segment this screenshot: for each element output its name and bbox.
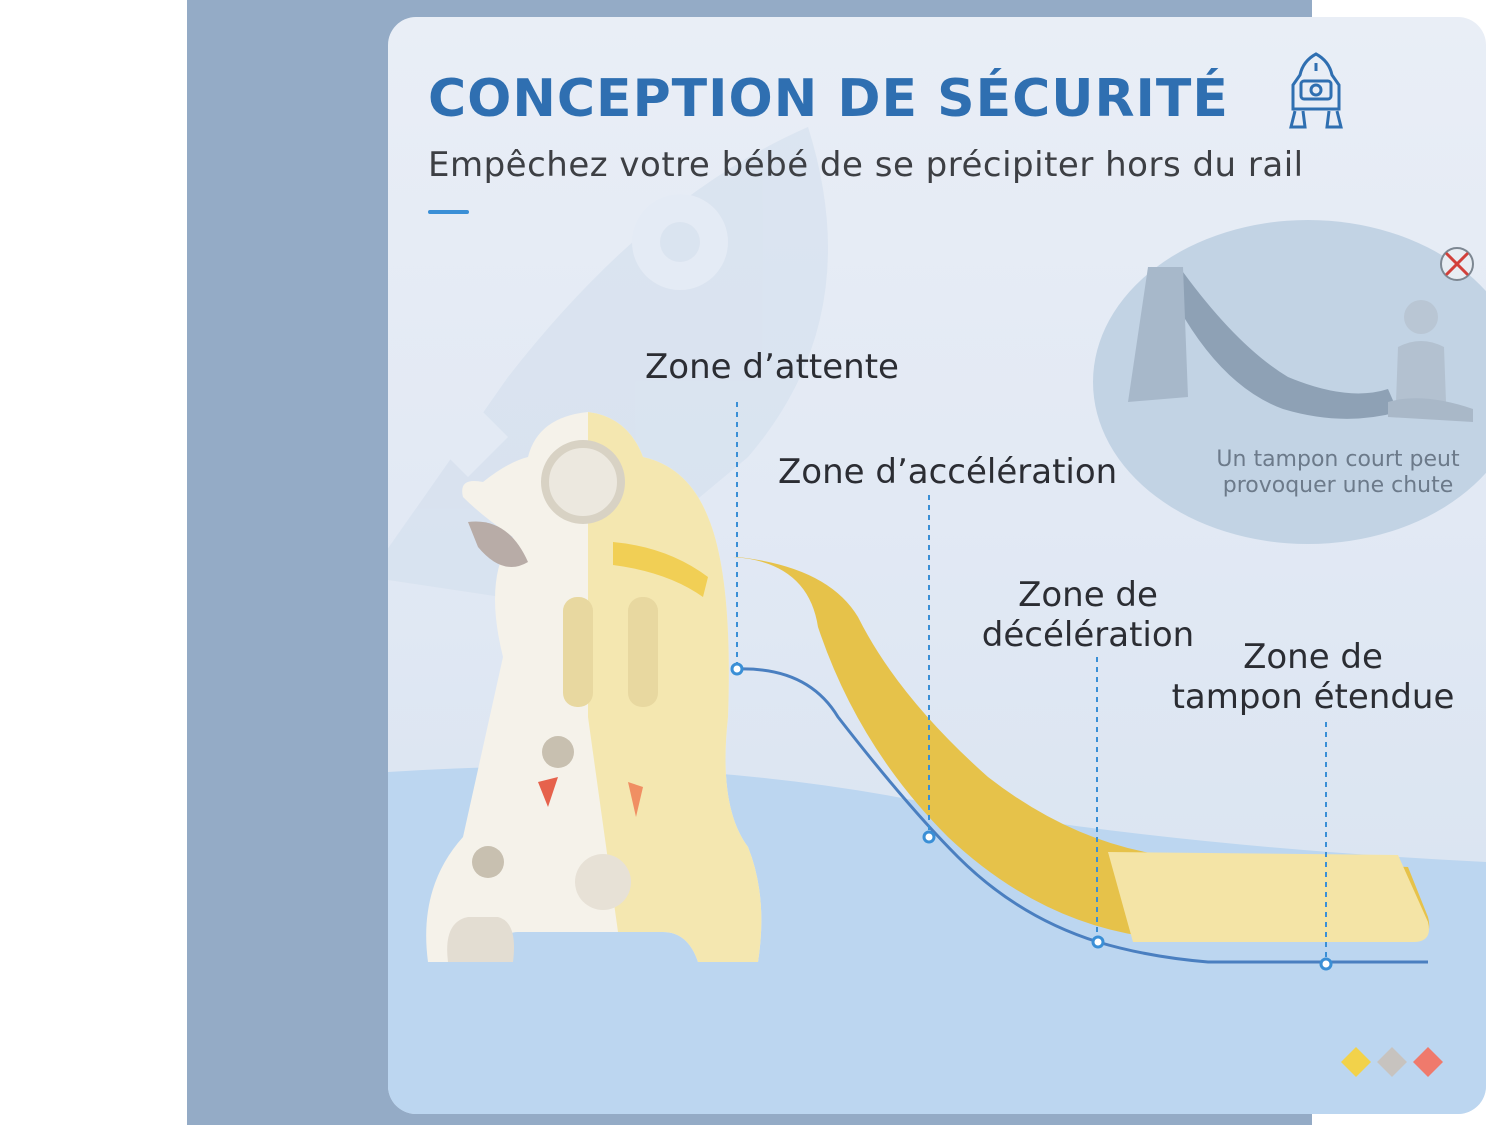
slide-ladder bbox=[426, 412, 762, 962]
zone-marker-dots bbox=[730, 662, 1333, 971]
marker-dot-acceleration bbox=[922, 830, 936, 844]
short-buffer-inset bbox=[1093, 220, 1486, 544]
page-subtitle: Empêchez votre bébé de se précipiter hor… bbox=[428, 145, 1304, 185]
accent-divider bbox=[428, 210, 469, 214]
zone-label-deceleration-line2: décélération bbox=[981, 615, 1195, 655]
close-icon bbox=[1440, 247, 1474, 281]
zone-label-tampon: Zone de tampon étendue bbox=[1158, 637, 1468, 717]
slide-rail-line bbox=[737, 667, 1428, 964]
image-frame: CONCEPTION DE SÉCURITÉ Empêchez votre bé… bbox=[187, 0, 1486, 1125]
slide-illustration bbox=[388, 127, 1486, 1114]
color-swatch-yellow bbox=[1341, 1047, 1371, 1077]
zone-label-tampon-line1: Zone de bbox=[1243, 637, 1383, 677]
color-swatch-grey bbox=[1377, 1047, 1407, 1077]
zone-markers bbox=[736, 402, 1327, 961]
zone-label-tampon-line2: tampon étendue bbox=[1171, 677, 1455, 717]
zone-label-deceleration: Zone de décélération bbox=[963, 575, 1213, 655]
robot-icon bbox=[1289, 52, 1343, 129]
marker-dot-attente bbox=[730, 662, 744, 676]
zone-label-attente: Zone d’attente bbox=[645, 347, 899, 387]
page-title: CONCEPTION DE SÉCURITÉ bbox=[428, 69, 1229, 129]
slide-chute bbox=[733, 557, 1430, 964]
color-swatch-coral bbox=[1413, 1047, 1443, 1077]
marker-dot-deceleration bbox=[1091, 935, 1105, 949]
marker-dot-tampon bbox=[1319, 957, 1333, 971]
zone-label-acceleration: Zone d’accélération bbox=[778, 452, 1118, 492]
product-panel: CONCEPTION DE SÉCURITÉ Empêchez votre bé… bbox=[388, 17, 1486, 1114]
color-options bbox=[1341, 1047, 1443, 1077]
inset-caption: Un tampon court peut provoquer une chute bbox=[1216, 447, 1460, 498]
zone-label-deceleration-line1: Zone de bbox=[1018, 575, 1158, 615]
